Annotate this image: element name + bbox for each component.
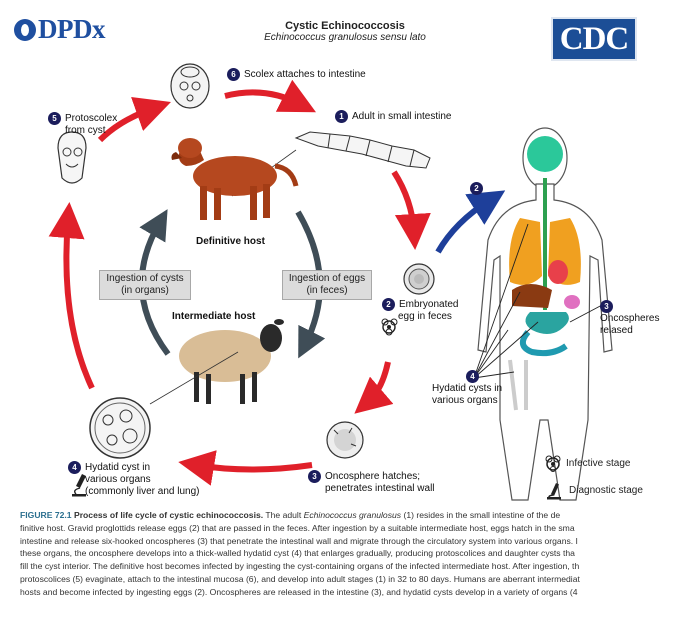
hydatid-human-line-a: Hydatid cysts in	[432, 383, 502, 394]
legend-infective-text: Infective stage	[566, 458, 630, 469]
arrow-4-to-5	[66, 220, 92, 388]
arrow-egg-to-human	[438, 200, 490, 252]
arrow-3-to-4	[196, 465, 312, 470]
scolex-illustration	[171, 64, 209, 108]
caption-line-1: FIGURE 72.1 Process of life cycle of cys…	[20, 509, 673, 522]
human-stage-3-number: 3	[600, 300, 613, 313]
ingestion-eggs-box: Ingestion of eggs (in feces)	[282, 270, 372, 300]
hydatid-human-line-b: various organs	[432, 395, 498, 406]
caption-line-6: protoscolices (5) evaginate, attach to t…	[20, 573, 673, 586]
human-stage-2-badge: 2	[470, 182, 487, 195]
protoscolex-illustration	[58, 132, 86, 183]
egg-illustration	[404, 264, 434, 294]
stage-1-label: 1 Adult in small intestine	[335, 110, 452, 123]
caption-figure-number: FIGURE 72.1	[20, 510, 72, 520]
definitive-host-label: Definitive host	[196, 236, 265, 248]
caption-line-1-rest: (1) resides in the small intestine of th…	[403, 510, 560, 520]
legend-microscope-icon	[545, 480, 563, 500]
stage-1-number: 1	[335, 110, 348, 123]
stage-6-text: Scolex attaches to intestine	[244, 69, 366, 80]
human-stage-2-number: 2	[470, 182, 483, 195]
oncospheres-released-label: 3 Oncospheres relased	[600, 300, 659, 337]
hydatid-cysts-human-label: 4 Hydatid cysts in various organs	[432, 370, 502, 407]
oncospheres-line-a: Oncospheres	[600, 313, 659, 324]
stage-4-line-b: various organs	[85, 474, 151, 485]
sheep-illustration	[150, 319, 284, 404]
caption-line-1-start: The adult	[265, 510, 301, 520]
caption-species-name: Echinococcus granulosus	[304, 510, 401, 520]
oncospheres-line-b: relased	[600, 325, 633, 336]
stage-2-line-b: egg in feces	[398, 311, 452, 322]
ingestion-eggs-line-b: (in feces)	[283, 285, 371, 297]
stage-1-text: Adult in small intestine	[352, 111, 452, 122]
arrow-1-to-2	[394, 172, 414, 232]
arrow-2-to-3	[368, 362, 388, 402]
stage-6-label: 6 Scolex attaches to intestine	[227, 68, 366, 81]
stage-4-number: 4	[68, 461, 81, 474]
arrow-6-to-1	[225, 92, 300, 104]
legend-infective-stage: Infective stage	[543, 454, 630, 472]
stage-5-number: 5	[48, 112, 61, 125]
legend-biohazard-icon	[543, 454, 563, 472]
legend-diagnostic-text: Diagnostic stage	[569, 485, 643, 496]
stage-2-line-a: Embryonated	[399, 299, 458, 310]
stage-2-label: 2 Embryonated egg in feces	[382, 298, 458, 323]
stage-5-line-b: from cyst	[65, 125, 106, 136]
ingestion-cysts-line-b: (in organs)	[100, 285, 190, 297]
stage-4-line-c: (commonly liver and lung)	[85, 486, 200, 497]
stage-4-line-a: Hydatid cyst in	[85, 462, 150, 473]
stage-3-line-a: Oncosphere hatches;	[325, 471, 420, 482]
stage-5-line-a: Protoscolex	[65, 113, 117, 124]
caption-line-3: intestine and release six-hooked oncosph…	[20, 535, 673, 548]
caption-heading: Process of life cycle of cystic echinoco…	[74, 510, 263, 520]
dog-illustration	[172, 138, 297, 220]
caption-line-5: fill the cyst interior. The definitive h…	[20, 560, 673, 573]
caption-line-2: finitive host. Gravid proglottids releas…	[20, 522, 673, 535]
ingestion-cysts-line-a: Ingestion of cysts	[100, 273, 190, 285]
figure-caption: FIGURE 72.1 Process of life cycle of cys…	[20, 509, 673, 599]
ingestion-cysts-box: Ingestion of cysts (in organs)	[99, 270, 191, 300]
human-figure-illustration	[474, 128, 612, 500]
human-stage-4-number: 4	[466, 370, 479, 383]
ingestion-eggs-line-a: Ingestion of eggs	[283, 273, 371, 285]
stage-5-label: 5 Protoscolex from cyst	[48, 112, 117, 137]
stage-3-label: 3 Oncosphere hatches; penetrates intestin…	[308, 470, 435, 495]
stage-3-line-b: penetrates intestinal wall	[325, 483, 435, 494]
stage-3-number: 3	[308, 470, 321, 483]
stage-2-number: 2	[382, 298, 395, 311]
stage-4-label: 4 Hydatid cyst in various organs (commonl…	[68, 461, 200, 498]
legend-diagnostic-stage: Diagnostic stage	[545, 480, 643, 500]
hydatid-cyst-illustration	[90, 398, 150, 458]
caption-line-4: these organs, the oncosphere develops in…	[20, 547, 673, 560]
caption-line-7: hosts and become infected by ingesting e…	[20, 586, 673, 599]
stage-6-number: 6	[227, 68, 240, 81]
oncosphere-illustration	[327, 422, 363, 458]
intermediate-host-label: Intermediate host	[172, 311, 255, 323]
